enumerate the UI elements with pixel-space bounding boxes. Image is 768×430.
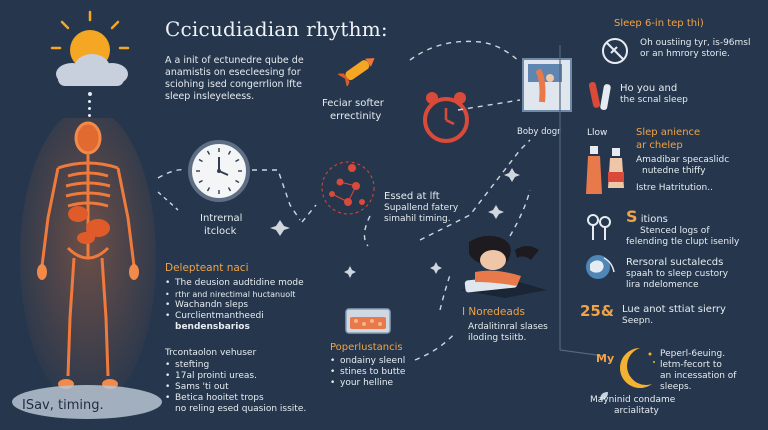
list-item: Curclientmantheedi bbox=[165, 311, 325, 322]
petri-dish-icon bbox=[345, 308, 391, 334]
right-row7: Peperl-6euing. letm-fecort to an incessa… bbox=[660, 349, 737, 392]
list-item: stines to butte bbox=[330, 367, 420, 378]
trontadon-heading: Trcontaolon vehuser bbox=[165, 348, 257, 358]
list-item: 17al prointi ureas. bbox=[165, 371, 325, 382]
noredeads-text: Ardalitinral slases iloding tsiitb. bbox=[468, 322, 548, 343]
list-item: Sams 'ti out bbox=[165, 382, 325, 393]
right-row6: Lue anot sttiat sierry Seepn. bbox=[622, 304, 726, 326]
sleeping-woman-icon bbox=[461, 235, 547, 298]
right-row5: Rersoral suctalecds spaah to sleep custo… bbox=[626, 257, 729, 290]
list-item: stefting bbox=[165, 360, 325, 371]
no-entry-icon bbox=[602, 38, 628, 64]
essed-text: Essed at lft Supallend fatery simahil ti… bbox=[384, 191, 459, 224]
sun-dots bbox=[88, 100, 92, 118]
right-row4: S itions Stenced logs of felending tle c… bbox=[626, 207, 740, 248]
list-item: Betica hooitet trops bbox=[165, 393, 325, 404]
right-row3-prefix: Llow bbox=[587, 128, 608, 138]
trontadon-extra: no reling esed quasion issite. bbox=[175, 404, 307, 414]
noredeads-heading: I Noredeads bbox=[462, 306, 525, 318]
list-item: Wachandn sleps bbox=[165, 300, 325, 311]
pill-tubes-icon bbox=[588, 82, 611, 111]
delepteant-heading: Delepteant naci bbox=[165, 262, 249, 274]
right-row1-text: Oh oustiing tyr, is-96msl or an hmrory s… bbox=[640, 38, 751, 59]
rocket-icon bbox=[338, 58, 375, 86]
alarm-clock-icon bbox=[423, 92, 469, 143]
right-row2-text: Ho you and the scnal sleep bbox=[620, 83, 688, 105]
page-title: Ccicudiadian rhythm: bbox=[165, 17, 388, 41]
baby-label: Boby dogr bbox=[517, 127, 561, 137]
sav-label: ISav, timing. bbox=[22, 398, 104, 413]
keys-icon bbox=[587, 214, 611, 240]
window-card-icon bbox=[522, 58, 572, 112]
list-item: ondainy sleenl bbox=[330, 356, 420, 367]
feciar-text: Feciar softer errectinity bbox=[322, 98, 384, 122]
s-icon: S bbox=[626, 207, 638, 226]
globe-icon bbox=[586, 255, 615, 279]
leaf-icon bbox=[600, 392, 608, 400]
right-row6-number: 25& bbox=[580, 302, 614, 320]
sun-cloud-icon bbox=[50, 10, 130, 96]
list-item: rthr and nirectimal huctanuolt bbox=[165, 289, 325, 300]
internal-clock-text: Intrernal itclock bbox=[200, 213, 243, 237]
delepteant-list: The deusion audtidine mode rthr and nire… bbox=[165, 278, 325, 333]
bottles-icon bbox=[586, 146, 624, 194]
right-header: Sleep 6-in tep thi) bbox=[614, 18, 704, 29]
delepteant-extra: bendensbarios bbox=[175, 322, 250, 332]
poperiustancis-heading: Poperlustancis bbox=[330, 342, 403, 353]
right-row3-title: Slep anience ar chelep bbox=[636, 127, 701, 151]
human-body-icon bbox=[20, 118, 156, 408]
platform bbox=[12, 385, 162, 419]
molecule-icon bbox=[321, 161, 375, 215]
right-row3-text: Amadibar specaslidc nutedne thiffy Istre… bbox=[636, 155, 730, 193]
right-bottom: Mayninid condame arcialitaty bbox=[590, 395, 676, 416]
list-item: The deusion audtidine mode bbox=[165, 278, 325, 289]
moon-icon bbox=[620, 348, 655, 388]
trontadon-list: stefting 17al prointi ureas. Sams 'ti ou… bbox=[165, 360, 325, 415]
intro-text: A a init of ectunedre qube de anamistis … bbox=[165, 55, 304, 102]
poperiustancis-list: ondainy sleenl stines to butte your hell… bbox=[330, 356, 420, 389]
right-row7-prefix: My bbox=[596, 352, 615, 365]
list-item: your helline bbox=[330, 378, 420, 389]
wall-clock-icon bbox=[188, 140, 250, 202]
